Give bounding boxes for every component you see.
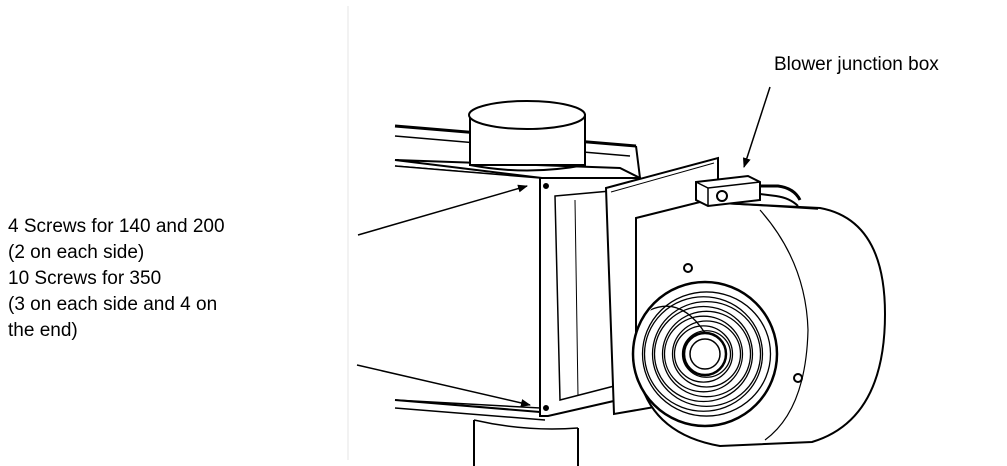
arrow-junction-box bbox=[742, 86, 771, 168]
callout-line: the end) bbox=[8, 320, 78, 341]
fan-guard-ring bbox=[671, 320, 742, 388]
fan-guard-ring bbox=[641, 291, 772, 417]
arrow-bottom-screws bbox=[356, 364, 531, 407]
duct-housing bbox=[394, 124, 641, 421]
callout-line: (2 on each side) bbox=[8, 242, 145, 263]
fan-guard-ring bbox=[673, 325, 734, 383]
callout-line: (3 on each side and 4 on bbox=[8, 294, 218, 315]
fan-guard-ring bbox=[651, 300, 762, 408]
fan-intake bbox=[631, 280, 779, 428]
callout-line: 10 Screws for 350 bbox=[8, 268, 162, 289]
fan-guard-ring bbox=[643, 296, 764, 412]
screws-callout: 4 Screws for 140 and 200 (2 on each side… bbox=[8, 214, 225, 344]
top-collar bbox=[468, 100, 586, 172]
fan-guard-ring bbox=[653, 305, 754, 403]
blower-junction-box-label: Blower junction box bbox=[774, 52, 939, 78]
fan-guard-ring bbox=[681, 330, 732, 378]
fan-guard-spoke bbox=[649, 305, 706, 334]
callout-line: 4 Screws for 140 and 200 bbox=[8, 216, 225, 237]
junction-box bbox=[695, 174, 802, 208]
callout-line: Blower junction box bbox=[774, 54, 939, 75]
fan-guard-ring bbox=[663, 315, 744, 393]
fan-guard-ring bbox=[661, 310, 752, 398]
bottom-collar bbox=[473, 419, 579, 466]
arrow-top-screws bbox=[357, 184, 528, 236]
